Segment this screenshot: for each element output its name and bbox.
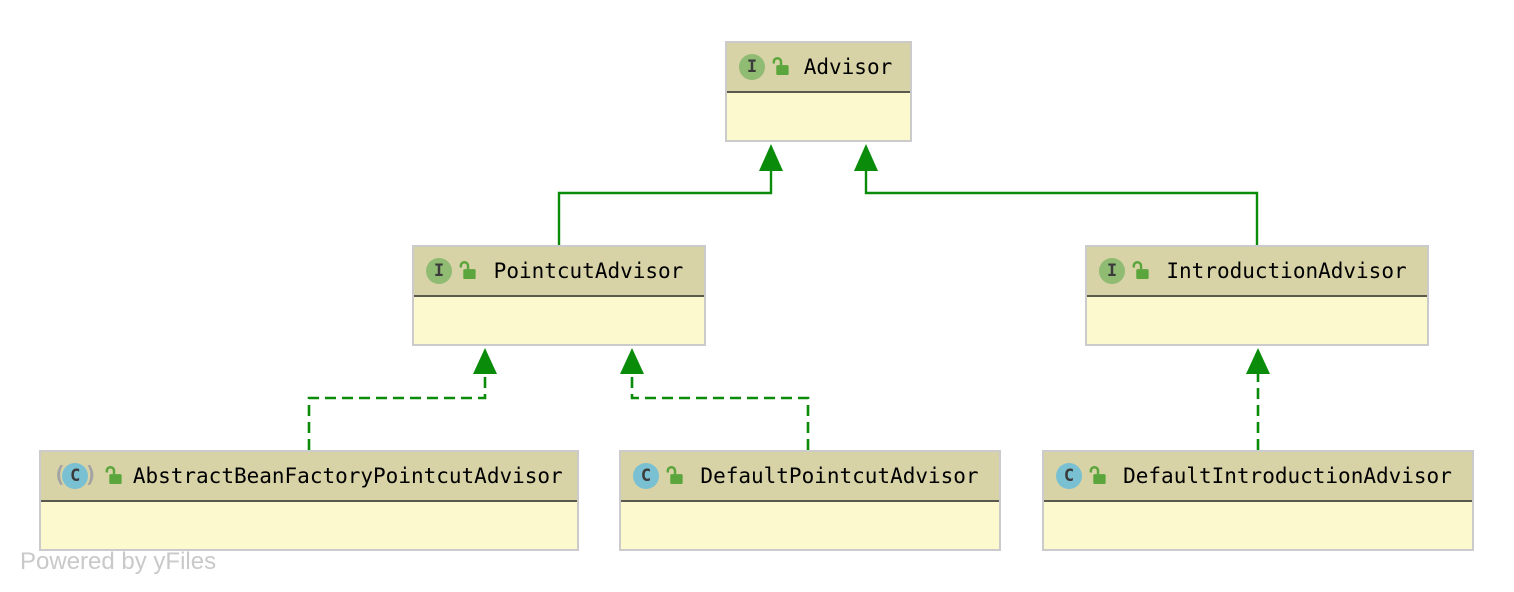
unlock-icon <box>666 465 685 486</box>
uml-node-default-introduction-advisor[interactable]: C DefaultIntroductionAdvisor <box>1042 450 1474 551</box>
uml-node-advisor[interactable]: I Advisor <box>725 41 912 142</box>
yfiles-watermark: Powered by yFiles <box>20 548 217 575</box>
node-label: PointcutAdvisor <box>493 259 684 283</box>
node-label: DefaultIntroductionAdvisor <box>1123 464 1452 488</box>
uml-node-abstract-bean-factory-pointcut-advisor[interactable]: ( C ) AbstractBeanFactoryPointcutAdvisor <box>39 450 579 551</box>
arrowhead-icon <box>620 348 644 374</box>
arrowhead-icon <box>854 144 878 171</box>
class-icon: C <box>1056 463 1082 489</box>
unlock-icon <box>459 260 478 281</box>
class-icon: C <box>62 463 89 489</box>
node-header: I IntroductionAdvisor <box>1087 247 1427 297</box>
edge-defaultintroductionadvisor-implements-introductionadvisor <box>1246 348 1270 450</box>
node-header: I PointcutAdvisor <box>414 247 704 297</box>
unlock-icon <box>1089 465 1108 486</box>
interface-icon: I <box>1099 258 1125 284</box>
node-header: ( C ) AbstractBeanFactoryPointcutAdvisor <box>41 452 577 502</box>
node-label: IntroductionAdvisor <box>1166 259 1407 283</box>
node-label: AbstractBeanFactoryPointcutAdvisor <box>132 464 563 488</box>
uml-node-default-pointcut-advisor[interactable]: C DefaultPointcutAdvisor <box>619 450 1001 551</box>
node-header: C DefaultIntroductionAdvisor <box>1044 452 1472 502</box>
node-header: C DefaultPointcutAdvisor <box>621 452 999 502</box>
unlock-icon <box>772 56 791 77</box>
edge-introductionadvisor-extends-advisor <box>854 144 1259 245</box>
node-attributes-section <box>414 297 704 344</box>
abstract-paren-right: ) <box>84 463 98 488</box>
edge-pointcutadvisor-extends-advisor <box>557 144 783 245</box>
node-label: DefaultPointcutAdvisor <box>700 464 979 488</box>
uml-node-pointcut-advisor[interactable]: I PointcutAdvisor <box>412 245 706 346</box>
node-attributes-section <box>1087 297 1427 344</box>
edge-abstractbeanfactorypointcutadvisor-implements-pointcutadvisor <box>307 348 497 450</box>
arrowhead-icon <box>1246 348 1270 374</box>
interface-icon: I <box>426 258 452 284</box>
edge-defaultpointcutadvisor-implements-pointcutadvisor <box>620 348 810 450</box>
unlock-icon <box>105 465 124 486</box>
uml-node-introduction-advisor[interactable]: I IntroductionAdvisor <box>1085 245 1429 346</box>
node-attributes-section <box>621 502 999 549</box>
node-attributes-section <box>41 502 577 549</box>
class-icon: C <box>633 463 659 489</box>
node-attributes-section <box>1044 502 1472 549</box>
arrowhead-icon <box>473 348 497 374</box>
node-label: Advisor <box>803 55 893 79</box>
node-attributes-section <box>727 93 910 140</box>
abstract-class-icon: ( C ) <box>53 463 98 489</box>
arrowhead-icon <box>759 144 783 171</box>
unlock-icon <box>1132 260 1151 281</box>
interface-icon: I <box>739 54 765 80</box>
node-header: I Advisor <box>727 43 910 93</box>
